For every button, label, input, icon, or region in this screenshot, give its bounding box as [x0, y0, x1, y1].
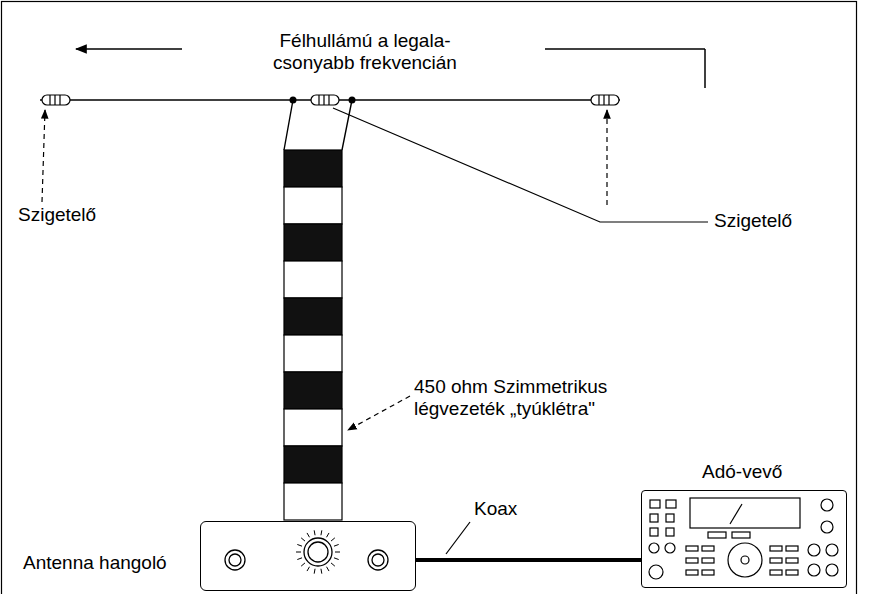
cable-label: Koax	[474, 498, 517, 520]
transceiver-label: Adó-vevő	[702, 461, 782, 483]
leader-line	[42, 110, 45, 202]
coax-cable	[416, 558, 641, 562]
dimension-tick	[704, 49, 706, 88]
leader-line	[446, 522, 470, 554]
insulator-label: Szigetelő	[18, 204, 138, 226]
leader-line	[348, 396, 410, 430]
antenna-tuner: Antenna hangoló	[200, 521, 416, 591]
dimension-arrow	[76, 48, 182, 50]
ladder-line	[284, 150, 342, 520]
leader-line	[606, 110, 607, 205]
insulator	[591, 95, 619, 105]
feedline-label: 450 ohm Szimmetrikus légvezeték „tyúklét…	[414, 376, 644, 420]
tuner-controls	[225, 530, 388, 573]
frame	[2, 2, 857, 594]
tuner-label: Antenna hangoló	[23, 552, 167, 574]
dimension-line	[545, 48, 705, 50]
insulator-label: Szigetelő	[714, 210, 834, 232]
transceiver-panel	[649, 498, 838, 579]
leader-line	[333, 108, 708, 222]
transceiver: Adó-vevő	[641, 490, 847, 588]
insulator	[42, 95, 70, 105]
feeder-wire	[284, 100, 352, 150]
insulator	[311, 95, 339, 105]
dimension-label: Félhullámú a legala- csonyabb frekvenciá…	[240, 30, 490, 74]
